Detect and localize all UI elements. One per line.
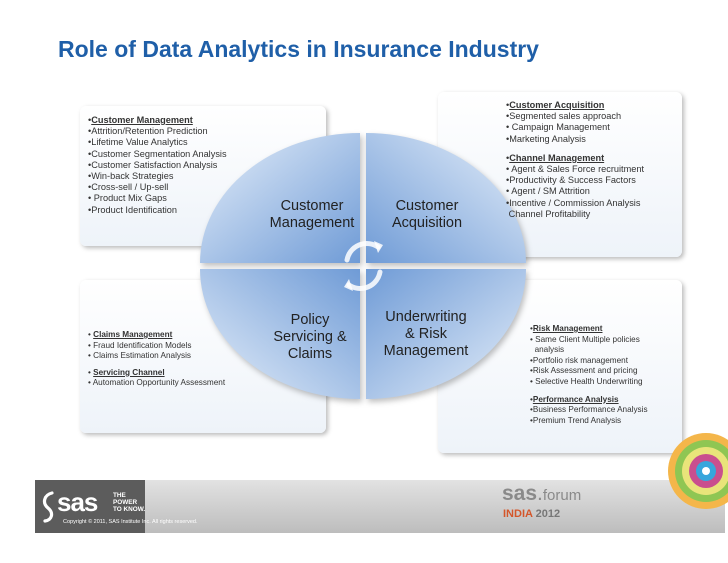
list-item: •Customer Management xyxy=(88,115,193,125)
customer-acquisition-list: •Customer Acquisition •Segmented sales a… xyxy=(506,100,644,220)
label-policy-servicing: Policy Servicing & Claims xyxy=(273,312,347,362)
list-item: • Agent & Sales Force recruitment xyxy=(506,164,645,175)
sas-swirl-icon xyxy=(42,491,54,523)
list-item: •Premium Trend Analysis xyxy=(530,415,622,425)
list-item: • Claims Estimation Analysis xyxy=(88,351,191,361)
list-item: • Same Client Multiple policies xyxy=(530,334,640,344)
list-item: •Productivity & Success Factors xyxy=(506,175,636,186)
underwriting-list: •Risk Management • Same Client Multiple … xyxy=(530,324,648,426)
list-item: •Channel Management xyxy=(506,152,605,163)
list-item: • Fraud Identification Models xyxy=(88,340,192,350)
list-item: •Business Performance Analysis xyxy=(530,405,648,415)
copyright-text: Copyright © 2011, SAS Institute Inc. All… xyxy=(63,519,198,525)
customer-management-list: •Customer Management •Attrition/Retentio… xyxy=(88,115,227,216)
quadrant-customer-management xyxy=(200,133,360,263)
list-item: •Cross-sell / Up-sell xyxy=(88,182,169,193)
list-item: Channel Profitability xyxy=(508,208,591,219)
list-item: • Selective Health Underwriting xyxy=(530,376,643,386)
list-item: •Customer Acquisition xyxy=(506,100,605,110)
list-item: • Campaign Management xyxy=(506,122,610,133)
quadrant-policy-servicing xyxy=(200,269,360,399)
decorative-circles-icon xyxy=(668,433,728,509)
sas-logo: sas xyxy=(57,487,98,517)
sas-logo-backdrop xyxy=(35,480,145,533)
list-item: •Product Identification xyxy=(88,204,178,215)
quadrant-customer-acquisition xyxy=(366,133,526,263)
label-underwriting: Underwriting & Risk Management xyxy=(383,309,469,359)
cycle-arrows-icon xyxy=(344,241,383,291)
label-customer-management: Customer Management xyxy=(269,198,355,231)
label-customer-acquisition: Customer Acquisition xyxy=(391,198,463,231)
list-item: • Servicing Channel xyxy=(88,367,165,377)
list-item: •Customer Satisfaction Analysis xyxy=(88,159,218,170)
list-item: •Risk Management xyxy=(530,324,603,333)
list-item: •Attrition/Retention Prediction xyxy=(88,126,208,137)
footer-bar xyxy=(35,480,725,533)
list-item: •Customer Segmentation Analysis xyxy=(88,148,227,159)
sas-forum-logo: sas.forum xyxy=(502,482,582,505)
policy-servicing-list: • Claims Management • Fraud Identificati… xyxy=(88,330,225,389)
list-item: •Marketing Analysis xyxy=(506,133,586,144)
list-item: • Product Mix Gaps xyxy=(88,193,167,204)
list-item: •Win-back Strategies xyxy=(88,171,174,182)
list-item: • Automation Opportunity Assessment xyxy=(88,378,226,388)
list-item: analysis xyxy=(534,345,565,355)
event-label: INDIA 2012 xyxy=(503,508,561,520)
list-item: •Risk Assessment and pricing xyxy=(530,366,638,376)
quadrant-underwriting xyxy=(366,269,526,399)
tagline: THE POWER TO KNOW. xyxy=(113,492,146,513)
list-item: • Claims Management xyxy=(88,330,173,339)
list-item: •Performance Analysis xyxy=(530,394,619,404)
list-item: •Portfolio risk management xyxy=(530,355,628,365)
list-item: • Agent / SM Attrition xyxy=(506,186,590,197)
list-item: •Incentive / Commission Analysis xyxy=(506,197,641,208)
list-item: •Lifetime Value Analytics xyxy=(88,137,188,148)
page-title: Role of Data Analytics in Insurance Indu… xyxy=(58,36,539,62)
list-item: •Segmented sales approach xyxy=(506,111,622,122)
